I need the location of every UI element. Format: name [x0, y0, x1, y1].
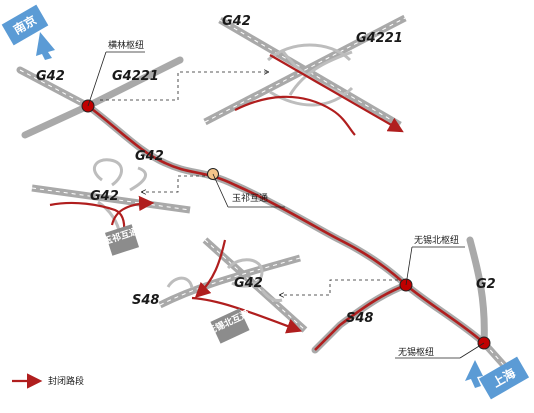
closed-segments — [87, 104, 485, 351]
label-inset3-s48: S48 — [132, 293, 159, 308]
closed-segment-s48 — [314, 283, 407, 351]
g4221-road — [84, 56, 184, 110]
label-inset3-g42: G42 — [234, 276, 263, 291]
yuqi-box: 玉祁互通 — [102, 224, 140, 256]
label-s48: S48 — [346, 311, 373, 326]
shanghai-sign: 上海 — [465, 356, 530, 400]
g42-mainline-centerline — [19, 69, 511, 373]
inset1-closed-2 — [234, 95, 356, 136]
legend-closed-label: 封闭路段 — [48, 375, 84, 387]
label-henglin: 横林枢纽 — [108, 39, 144, 51]
label-yuqi: 玉祁互通 — [232, 192, 268, 204]
wuxi-leader — [459, 342, 485, 359]
label-g4221-nw: G4221 — [112, 69, 159, 84]
wuxi-north-leader — [405, 246, 413, 286]
inset-henglin — [203, 14, 407, 136]
legend: 封闭路段 — [12, 373, 84, 389]
inset2-closed-2 — [110, 195, 155, 226]
callout-yuqi — [142, 175, 205, 192]
inset1-closed-1 — [269, 54, 404, 133]
label-g42-nw: G42 — [36, 69, 65, 84]
label-inset2-g42: G42 — [90, 189, 119, 204]
label-g2: G2 — [476, 277, 496, 292]
henglin-leader — [87, 51, 107, 107]
g2-road — [466, 236, 488, 347]
inset3-closed-1 — [194, 239, 227, 299]
yuqi-leader — [212, 173, 229, 208]
closed-segment-g42 — [87, 104, 485, 344]
label-wuxi-north: 无锡北枢纽 — [414, 234, 459, 246]
g42-mainline — [16, 66, 514, 376]
inset-yuqi: 玉祁互通 — [31, 158, 191, 256]
inset3-closed-2 — [191, 296, 303, 334]
callout-henglin — [100, 72, 268, 101]
label-g42-mid: G42 — [135, 149, 164, 164]
label-inset1-g42: G42 — [222, 14, 251, 29]
g42-spur-west — [21, 102, 92, 139]
callout-wuxi-north — [280, 279, 398, 295]
wuxi-north-box: 无锡北互通 — [204, 307, 251, 344]
label-wuxi: 无锡枢纽 — [398, 346, 434, 358]
inset2-closed-1 — [49, 201, 126, 233]
label-inset1-g4221: G4221 — [356, 31, 403, 46]
inset-wuxi-north: 无锡北互通 — [158, 237, 308, 344]
nanjing-sign: 南京 — [1, 4, 55, 60]
